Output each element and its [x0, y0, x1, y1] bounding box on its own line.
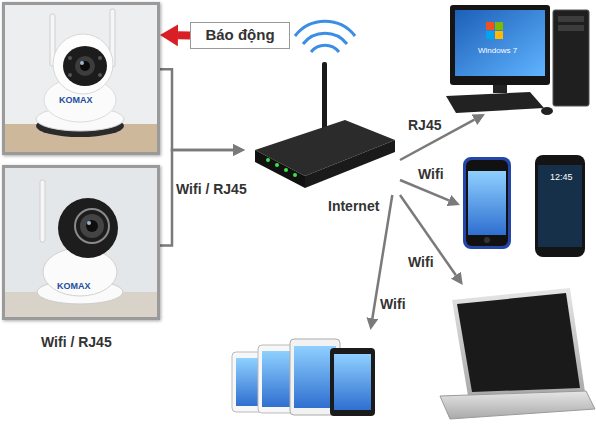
ir-led [68, 56, 72, 60]
ir-led [98, 56, 102, 60]
brand-logo: KOMAX [59, 95, 93, 105]
status-led [284, 168, 288, 172]
brand-logo: KOMAX [57, 281, 91, 291]
phones-node: 12:45 [460, 150, 592, 260]
edge-label: RJ45 [408, 117, 441, 133]
tablet-screen [294, 346, 336, 408]
camera-lens [86, 220, 98, 232]
camera-caption: Wifi / RJ45 [41, 334, 112, 350]
connector-arrow [160, 150, 233, 246]
status-led [275, 163, 279, 167]
camera-lens [80, 214, 104, 238]
monitor-frame [450, 5, 550, 85]
smartphones [463, 155, 585, 257]
monitor-screen [455, 10, 545, 76]
laptop-lid [452, 288, 585, 396]
status-led [293, 173, 297, 177]
laptop-base [440, 391, 595, 419]
wall-background [5, 5, 157, 152]
lens-highlight [87, 221, 91, 225]
wall-background [5, 168, 157, 317]
connector-arrow [160, 69, 233, 150]
connector-arrow [400, 195, 456, 275]
laptop-node [440, 285, 592, 420]
camera-box: KOMAXWifi / RJ45 [2, 165, 160, 320]
tablets-node [228, 330, 378, 420]
alarm-box: Báo động [190, 22, 290, 49]
camera-photo [5, 5, 157, 152]
laptop [440, 288, 595, 419]
status-led [266, 158, 270, 162]
edge-label: Wifi [380, 296, 406, 312]
ir-led [98, 73, 102, 77]
laptop-screen [457, 293, 580, 392]
lens-highlight [80, 61, 84, 65]
camera-head [58, 198, 118, 258]
desktop-node: Windows 7 [440, 2, 590, 114]
windows-logo [486, 22, 494, 30]
screen-text: Windows 7 [478, 46, 517, 55]
tablets [232, 339, 375, 416]
network-label: Internet [328, 198, 379, 214]
tablet-screen [334, 354, 371, 410]
wifi-wave [303, 33, 347, 44]
iphone-case [463, 157, 511, 249]
camera-face [63, 46, 107, 86]
windows-logo [495, 22, 503, 30]
screen-text: 12:45 [550, 172, 573, 182]
edge-label: Wifi [408, 254, 434, 270]
windows-logo [486, 31, 494, 39]
iphone-screen [468, 171, 506, 235]
wifi-wave [311, 45, 339, 52]
drive-bay [558, 16, 584, 22]
desktop-computer [446, 5, 589, 115]
monitor-stand [493, 85, 507, 93]
camera-photo [5, 168, 157, 317]
edge-label: Wifi / RJ45 [176, 181, 247, 197]
alarm-label: Báo động [191, 26, 289, 43]
home-button [484, 237, 490, 243]
connector-arrow [400, 180, 449, 200]
ir-led [68, 73, 72, 77]
wifi-wave [295, 21, 355, 36]
camera-box: KOMAX [2, 2, 160, 155]
camera-lens [75, 56, 95, 76]
edge-label: Wifi [418, 166, 444, 182]
keyboard [446, 92, 544, 113]
iphone-body [466, 160, 508, 246]
drive-bay [558, 25, 584, 31]
tablet [330, 348, 375, 416]
router-side [305, 140, 395, 188]
samsung-screen [538, 165, 582, 247]
camera-antenna [40, 180, 45, 242]
router-front [255, 150, 305, 188]
router-node [245, 95, 400, 195]
mouse [541, 107, 553, 115]
connector-arrow [178, 31, 190, 39]
lens-ring [75, 209, 109, 243]
pc-tower [553, 10, 589, 106]
camera-lens [80, 61, 90, 71]
windows-logo [495, 31, 503, 39]
samsung-body [535, 155, 585, 257]
camera-head [53, 34, 113, 94]
